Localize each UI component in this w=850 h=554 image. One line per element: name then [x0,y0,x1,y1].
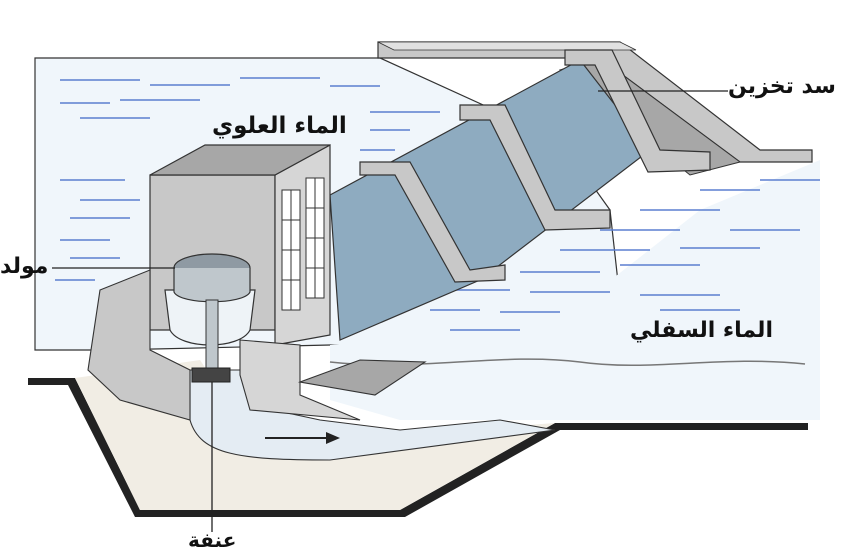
label-upper-water: الماء العلوي [212,113,347,139]
powerhouse-roof [149,144,331,176]
outlet-slab [297,359,427,396]
leader-lines [52,90,728,532]
label-turbine: عنفة [188,528,237,552]
dam-crest-top [377,41,637,51]
lower-water [330,160,820,420]
label-storage-dam: سد تخزين [728,74,836,99]
powerhouse-windows [281,177,325,311]
dam-crest [377,41,813,163]
foundation-block-right [239,339,361,421]
penstock-supports [359,49,711,283]
flow-arrow [265,432,340,444]
label-generator: مولد [0,254,49,279]
turbine-runner [191,367,231,383]
water-ripples [55,77,820,331]
label-lower-water: الماء السفلي [630,318,773,343]
foundation-block [87,269,191,421]
generator-body [173,268,251,303]
